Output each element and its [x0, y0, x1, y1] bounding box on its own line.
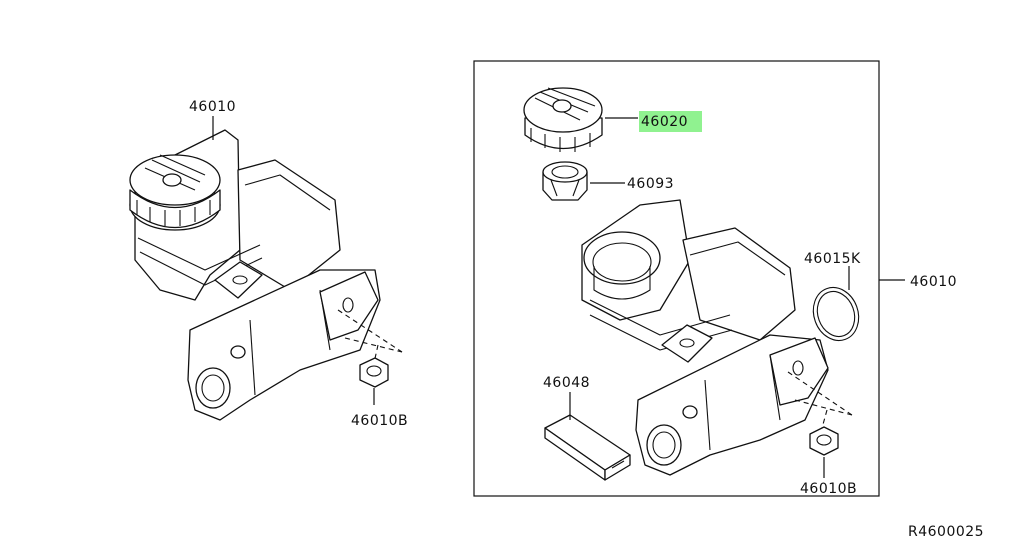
strainer-part[interactable]: [542, 161, 588, 201]
strainer-label[interactable]: 46093: [627, 176, 674, 192]
left-master-cylinder-assembly[interactable]: [129, 129, 381, 421]
left-nut-label[interactable]: 46010B: [351, 413, 408, 429]
reservoir-cap-part[interactable]: [523, 87, 603, 152]
cap-label-highlight: [639, 111, 702, 132]
right-assembly-label[interactable]: 46010: [910, 274, 957, 290]
o-ring-label[interactable]: 46015K: [804, 251, 861, 267]
left-nut-part[interactable]: [359, 357, 389, 388]
o-ring-part[interactable]: [806, 281, 866, 347]
left-assembly-part-number[interactable]: 46010: [189, 99, 236, 115]
right-nut-part[interactable]: [809, 426, 839, 456]
reference-code: R4600025: [908, 524, 984, 540]
right-master-cylinder-assembly[interactable]: [581, 199, 829, 476]
clip-part[interactable]: [544, 414, 631, 481]
clip-label[interactable]: 46048: [543, 375, 590, 391]
cap-label[interactable]: 46020: [641, 114, 688, 130]
right-assembly-frame: [473, 60, 880, 497]
right-nut-label[interactable]: 46010B: [800, 481, 857, 497]
